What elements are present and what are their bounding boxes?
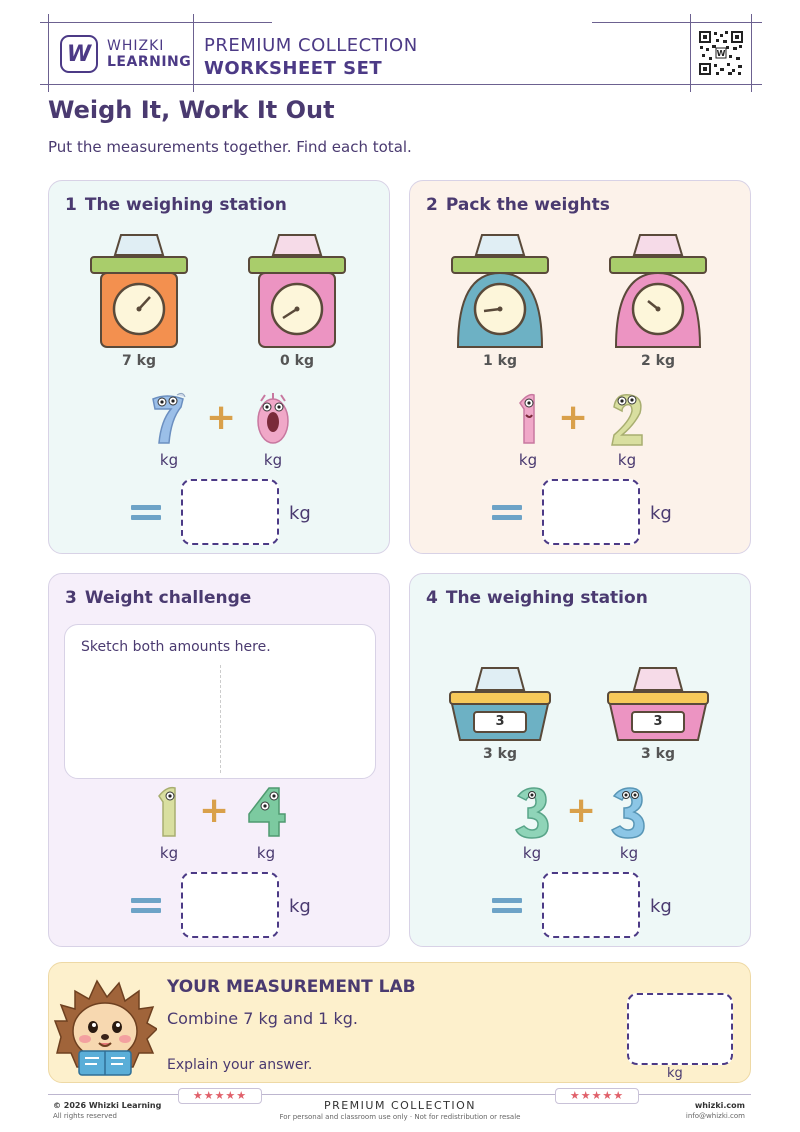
footer-rights: All rights reserved [53, 1112, 117, 1120]
brand-name: WHIZKI [107, 38, 165, 54]
card-title: 4 The weighing station [426, 588, 648, 608]
card-title: 3 Weight challenge [65, 588, 251, 608]
exercise-card-3: 3 Weight challenge Sketch both amounts he… [48, 573, 390, 947]
exercise-card-1: 1 The weighing station 7 kg 0 kg + kg kg [48, 180, 390, 554]
collection-title: PREMIUM COLLECTION [204, 35, 418, 56]
header-rule [40, 22, 272, 23]
card-number: 2 [426, 195, 438, 215]
brand-subname: LEARNING [107, 54, 192, 70]
logo-letter: W [66, 41, 92, 67]
kitchen-scale-icon [90, 234, 188, 348]
star-rating: ★★★★★ [178, 1088, 262, 1104]
header-rule [40, 84, 762, 85]
kitchen-scale-icon [609, 234, 707, 348]
answer-box[interactable] [542, 872, 640, 938]
card-title: 1 The weighing station [65, 195, 287, 215]
number-monster-three-icon [610, 787, 645, 839]
measurement-lab-panel: YOUR MEASUREMENT LAB Combine 7 kg and 1 … [48, 962, 751, 1083]
exercise-card-2: 2 Pack the weights 1 kg 2 kg + kg kg kg [409, 180, 751, 554]
hedgehog-mascot-icon [53, 979, 157, 1076]
footer-rule [48, 1094, 751, 1095]
digital-scale-icon [607, 667, 709, 741]
equals-sign [131, 505, 161, 525]
weight-label: 1 kg [483, 353, 517, 369]
unit-label: kg [522, 844, 542, 862]
footer-website[interactable]: whizki.com [694, 1101, 745, 1110]
weight-label: 0 kg [280, 353, 314, 369]
number-monster-one-icon [519, 393, 535, 444]
number-monster-two-icon [611, 394, 643, 446]
equals-sign [131, 898, 161, 918]
unit-label: kg [619, 844, 639, 862]
lab-prompt: Combine 7 kg and 1 kg. [167, 1009, 358, 1028]
digital-scale-icon [449, 667, 551, 741]
number-monster-one-icon [158, 786, 176, 837]
plus-sign: + [206, 397, 237, 438]
unit-label: kg [617, 451, 637, 469]
answer-box[interactable] [542, 479, 640, 545]
unit-label: kg [263, 451, 283, 469]
lab-answer-unit: kg [667, 1066, 683, 1081]
card-number: 4 [426, 588, 438, 608]
equals-sign [492, 505, 522, 525]
header-rule [751, 14, 752, 92]
scale-display-value: 3 [653, 714, 663, 729]
card-title-text: Pack the weights [445, 195, 610, 215]
number-monster-zero-icon [257, 393, 289, 444]
card-title-text: The weighing station [445, 588, 648, 608]
lab-answer-box[interactable] [627, 993, 733, 1065]
lab-title: YOUR MEASUREMENT LAB [167, 977, 416, 997]
qr-code: W [698, 30, 744, 76]
star-rating: ★★★★★ [555, 1088, 639, 1104]
number-monster-three-icon [514, 787, 549, 839]
sketch-divider [220, 665, 221, 773]
card-number: 1 [65, 195, 77, 215]
unit-label: kg [159, 844, 179, 862]
card-title: 2 Pack the weights [426, 195, 610, 215]
card-number: 3 [65, 588, 77, 608]
exercise-card-4: 4 The weighing station 3 3 kg 3 3 kg + kg… [409, 573, 751, 947]
answer-box[interactable] [181, 872, 279, 938]
plus-sign: + [566, 790, 597, 831]
collection-subtitle: WORKSHEET SET [204, 58, 383, 79]
weight-label: 7 kg [122, 353, 156, 369]
scale-display-value: 3 [495, 714, 505, 729]
kitchen-scale-icon [451, 234, 549, 348]
unit-label: kg [159, 451, 179, 469]
weight-label: 3 kg [641, 746, 675, 762]
kitchen-scale-icon [248, 234, 346, 348]
header-rule [690, 14, 691, 92]
answer-unit: kg [289, 503, 311, 524]
answer-unit: kg [650, 896, 672, 917]
card-title-text: The weighing station [84, 195, 287, 215]
plus-sign: + [199, 790, 230, 831]
brand-logo: W [60, 35, 98, 73]
page-subtitle: Put the measurements together. Find each… [48, 138, 412, 156]
header-rule [48, 14, 49, 92]
sketch-area[interactable]: Sketch both amounts here. [64, 624, 376, 779]
page-title: Weigh It, Work It Out [48, 96, 335, 124]
answer-box[interactable] [181, 479, 279, 545]
footer-copyright: © 2026 Whizki Learning [53, 1101, 162, 1110]
weight-label: 3 kg [483, 746, 517, 762]
unit-label: kg [518, 451, 538, 469]
number-monster-seven-icon [152, 392, 186, 444]
answer-unit: kg [289, 896, 311, 917]
lab-explain: Explain your answer. [167, 1057, 313, 1073]
footer-collection: PREMIUM COLLECTION [323, 1099, 477, 1112]
header-rule [592, 22, 762, 23]
card-title-text: Weight challenge [84, 588, 252, 608]
footer-email[interactable]: info@whizki.com [685, 1112, 745, 1120]
sketch-prompt: Sketch both amounts here. [81, 639, 271, 655]
plus-sign: + [558, 397, 589, 438]
weight-label: 2 kg [641, 353, 675, 369]
footer-notice: For personal and classroom use only · No… [279, 1113, 521, 1121]
equals-sign [492, 898, 522, 918]
header-rule [193, 14, 194, 92]
svg-text:W: W [717, 49, 726, 58]
answer-unit: kg [650, 503, 672, 524]
number-monster-four-icon [248, 787, 286, 837]
unit-label: kg [256, 844, 276, 862]
